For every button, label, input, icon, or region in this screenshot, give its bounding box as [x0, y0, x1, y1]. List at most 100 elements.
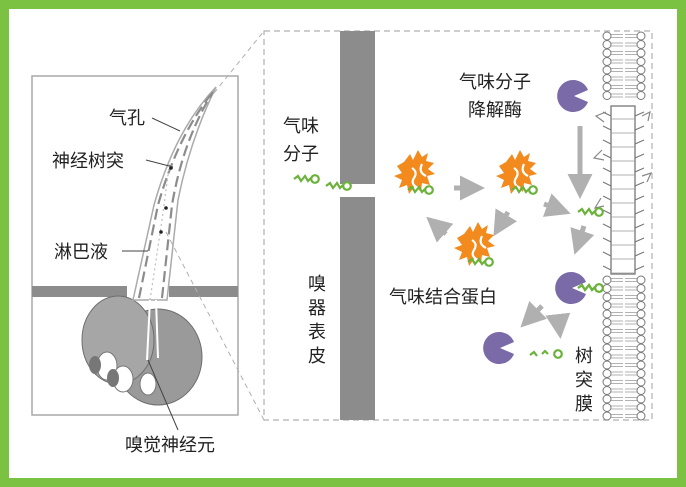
lipid-head: [602, 326, 612, 336]
degraded-odorant: [529, 349, 563, 359]
lipid-head: [602, 377, 612, 387]
lipid-head: [636, 74, 646, 83]
lipid-head: [602, 48, 612, 58]
lipid-tail: [625, 346, 637, 350]
lipid-head: [602, 31, 612, 41]
lipid-head: [602, 91, 612, 100]
cuticle-wall-bottom: [340, 197, 375, 420]
lipid-tail: [625, 414, 637, 418]
lipid-head: [602, 318, 612, 327]
lipid-head: [602, 343, 612, 353]
lipid-tail: [611, 371, 623, 376]
lipid-head: [602, 403, 612, 412]
lipid-head: [636, 301, 646, 310]
lipid-head: [602, 309, 612, 319]
lipid-tail: [611, 59, 623, 64]
label-membrane-char: 突: [575, 370, 593, 391]
lipid-head: [602, 352, 612, 361]
sensillum-hair: [132, 86, 217, 361]
lipid-tail: [611, 363, 623, 367]
lipid-head: [602, 275, 612, 285]
cuticle-wall-top: [340, 31, 375, 184]
receptor-channel: [610, 105, 636, 275]
lipid-tail: [625, 371, 637, 376]
lipid-head: [636, 394, 646, 404]
lipid-tail: [625, 337, 637, 342]
label-skin-char: 表: [308, 322, 326, 343]
lipid-head: [636, 82, 646, 92]
lipid-head: [602, 301, 612, 310]
hair-wall-right: [160, 91, 214, 299]
lipid-head: [636, 57, 646, 66]
lipid-head: [602, 411, 612, 421]
lipid-head: [602, 74, 612, 83]
lipid-tail: [611, 397, 623, 401]
lipid-head: [636, 48, 646, 58]
label-odorant-1: 气味: [283, 116, 319, 137]
lipid-tail: [625, 278, 637, 282]
lipid-tail: [611, 278, 623, 282]
lipid-tail: [625, 51, 637, 55]
zoom-line-top: [213, 30, 265, 94]
lipid-tail: [625, 329, 637, 333]
lipid-tail: [625, 380, 637, 384]
lipid-tail: [625, 59, 637, 64]
lipid-tail: [611, 85, 623, 89]
lipid-head: [636, 386, 646, 395]
label-skin-char: 皮: [308, 346, 326, 367]
lipid-tail: [611, 337, 623, 342]
lipid-head: [636, 343, 646, 353]
lipid-tail: [611, 405, 623, 410]
receptor-ridge: [602, 153, 645, 159]
lipid-tail: [611, 388, 623, 393]
lipid-tail: [611, 93, 623, 98]
dendrite-membrane: [592, 31, 653, 421]
receptor-ridge: [602, 181, 645, 187]
lipid-head: [602, 360, 612, 370]
lipid-tail: [611, 329, 623, 333]
pore-dot: [164, 206, 168, 210]
lipid-head: [636, 369, 646, 378]
receptor-ridge: [602, 125, 645, 131]
lipid-tail: [625, 295, 637, 299]
lipid-head: [636, 377, 646, 387]
lipid-tail: [611, 42, 623, 47]
lipid-tail: [625, 363, 637, 367]
leader-stoma: [151, 117, 181, 132]
lipid-head: [602, 394, 612, 404]
lipid-head: [636, 91, 646, 100]
arrow-icon: [426, 126, 595, 339]
lipid-head: [602, 40, 612, 49]
lipid-tail: [625, 85, 637, 89]
lipid-tail: [611, 414, 623, 418]
receptor-ridge: [602, 167, 645, 173]
lipid-tail: [625, 76, 637, 81]
lipid-tail: [625, 93, 637, 98]
receptor-ridge: [602, 209, 645, 215]
lipid-tail: [625, 303, 637, 308]
lipid-tail: [611, 320, 623, 325]
label-lymph: 淋巴液: [54, 242, 108, 263]
lipid-head: [636, 31, 646, 41]
receptor-ridge: [602, 195, 645, 201]
label-enzyme-2: 降解酶: [468, 100, 522, 121]
lipid-head: [636, 326, 646, 336]
leader-dendrite: [145, 159, 174, 168]
lipid-tail: [625, 312, 637, 316]
label-enzyme-1: 气味分子: [459, 72, 531, 93]
hair-wall-left: [137, 91, 214, 299]
lipid-head: [602, 65, 612, 75]
lipid-tail: [611, 346, 623, 350]
lipid-head: [636, 335, 646, 344]
dendrite-line: [149, 159, 171, 301]
receptor-ridge: [602, 139, 645, 145]
lipid-head: [636, 360, 646, 370]
left-panel: 气孔 神经树突 淋巴液 嗅觉神经元: [31, 75, 239, 456]
leader-neuron: [147, 359, 179, 431]
lipid-tail: [611, 34, 623, 38]
lipid-tail: [625, 388, 637, 393]
lipid-head: [636, 318, 646, 327]
lipid-head: [636, 411, 646, 421]
receptor-ridge: [602, 237, 645, 243]
